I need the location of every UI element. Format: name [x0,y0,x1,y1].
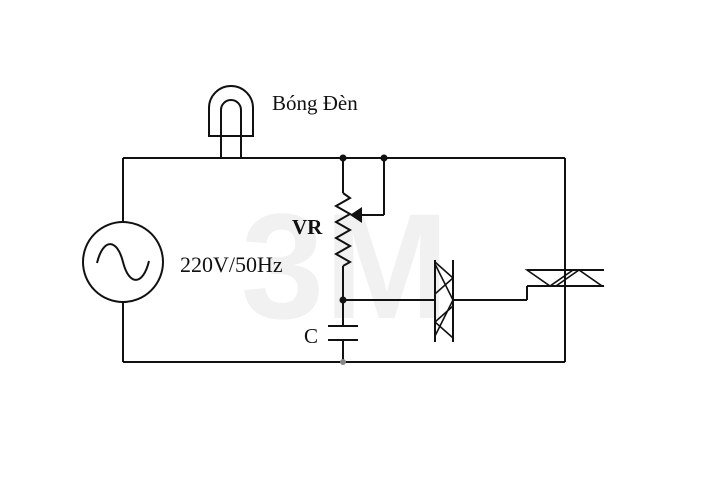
potentiometer-icon [333,192,362,267]
capacitor-label: C [304,324,318,348]
source-label: 220V/50Hz [180,252,283,277]
potentiometer-label: VR [292,215,323,239]
lamp-icon [208,85,254,158]
triac-icon [524,269,605,300]
capacitor-icon [328,325,358,341]
diac-icon [433,260,455,342]
ac-source-icon [82,221,164,303]
lamp-label: Bóng Đèn [272,91,358,115]
junction-dots [339,154,388,365]
